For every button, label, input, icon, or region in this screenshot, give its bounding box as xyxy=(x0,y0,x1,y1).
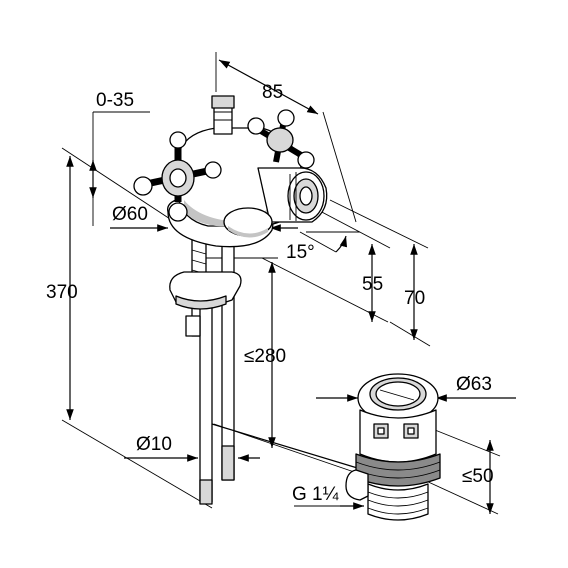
height-70-label: 70 xyxy=(404,288,425,309)
spout-length-label: 85 xyxy=(262,82,283,103)
rod-diameter-label: Ø10 xyxy=(136,434,172,455)
waste-diameter-label: Ø63 xyxy=(456,374,492,395)
waste-drain xyxy=(345,373,441,521)
pop-up-rod-assembly xyxy=(169,239,365,505)
right-cross-handle xyxy=(247,109,315,169)
thread-label: G 1¼ xyxy=(292,484,340,505)
waste-height-label: ≤50 xyxy=(462,466,494,487)
rod-length-label: ≤280 xyxy=(244,346,286,367)
spout-angle-label: 15° xyxy=(286,242,315,263)
body-diameter-label: Ø60 xyxy=(112,204,148,225)
dimension-labels: 0-35 85 Ø60 15° 55 70 370 ≤280 Ø63 ≤50 Ø… xyxy=(46,82,494,505)
total-height-label: 370 xyxy=(46,282,78,303)
dimension-lines xyxy=(61,52,516,515)
height-55-label: 55 xyxy=(362,274,383,295)
pop-up-knob xyxy=(211,95,235,135)
mixer-body xyxy=(167,127,328,248)
reach-range-label: 0-35 xyxy=(96,90,134,111)
left-cross-handle xyxy=(133,131,222,222)
